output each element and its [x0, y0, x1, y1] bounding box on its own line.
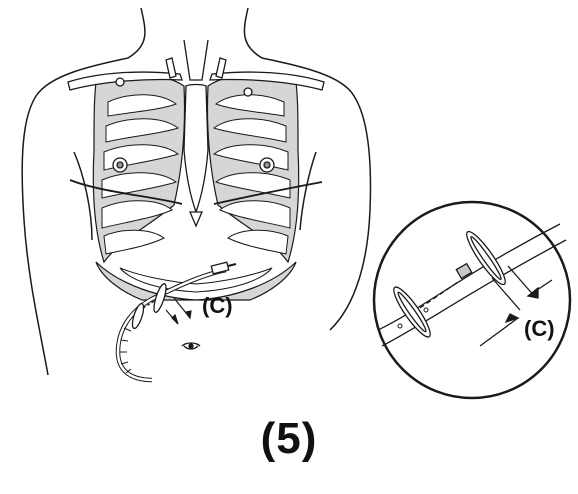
step-number: (5) [0, 414, 578, 464]
sternum [184, 85, 208, 227]
navel [182, 343, 200, 349]
magnified-inset: (C) [374, 202, 570, 398]
callout-label: (C) [202, 293, 233, 318]
callout-dimension [166, 298, 191, 324]
inset-label: (C) [524, 316, 555, 341]
clavicles-and-neck [68, 40, 324, 90]
